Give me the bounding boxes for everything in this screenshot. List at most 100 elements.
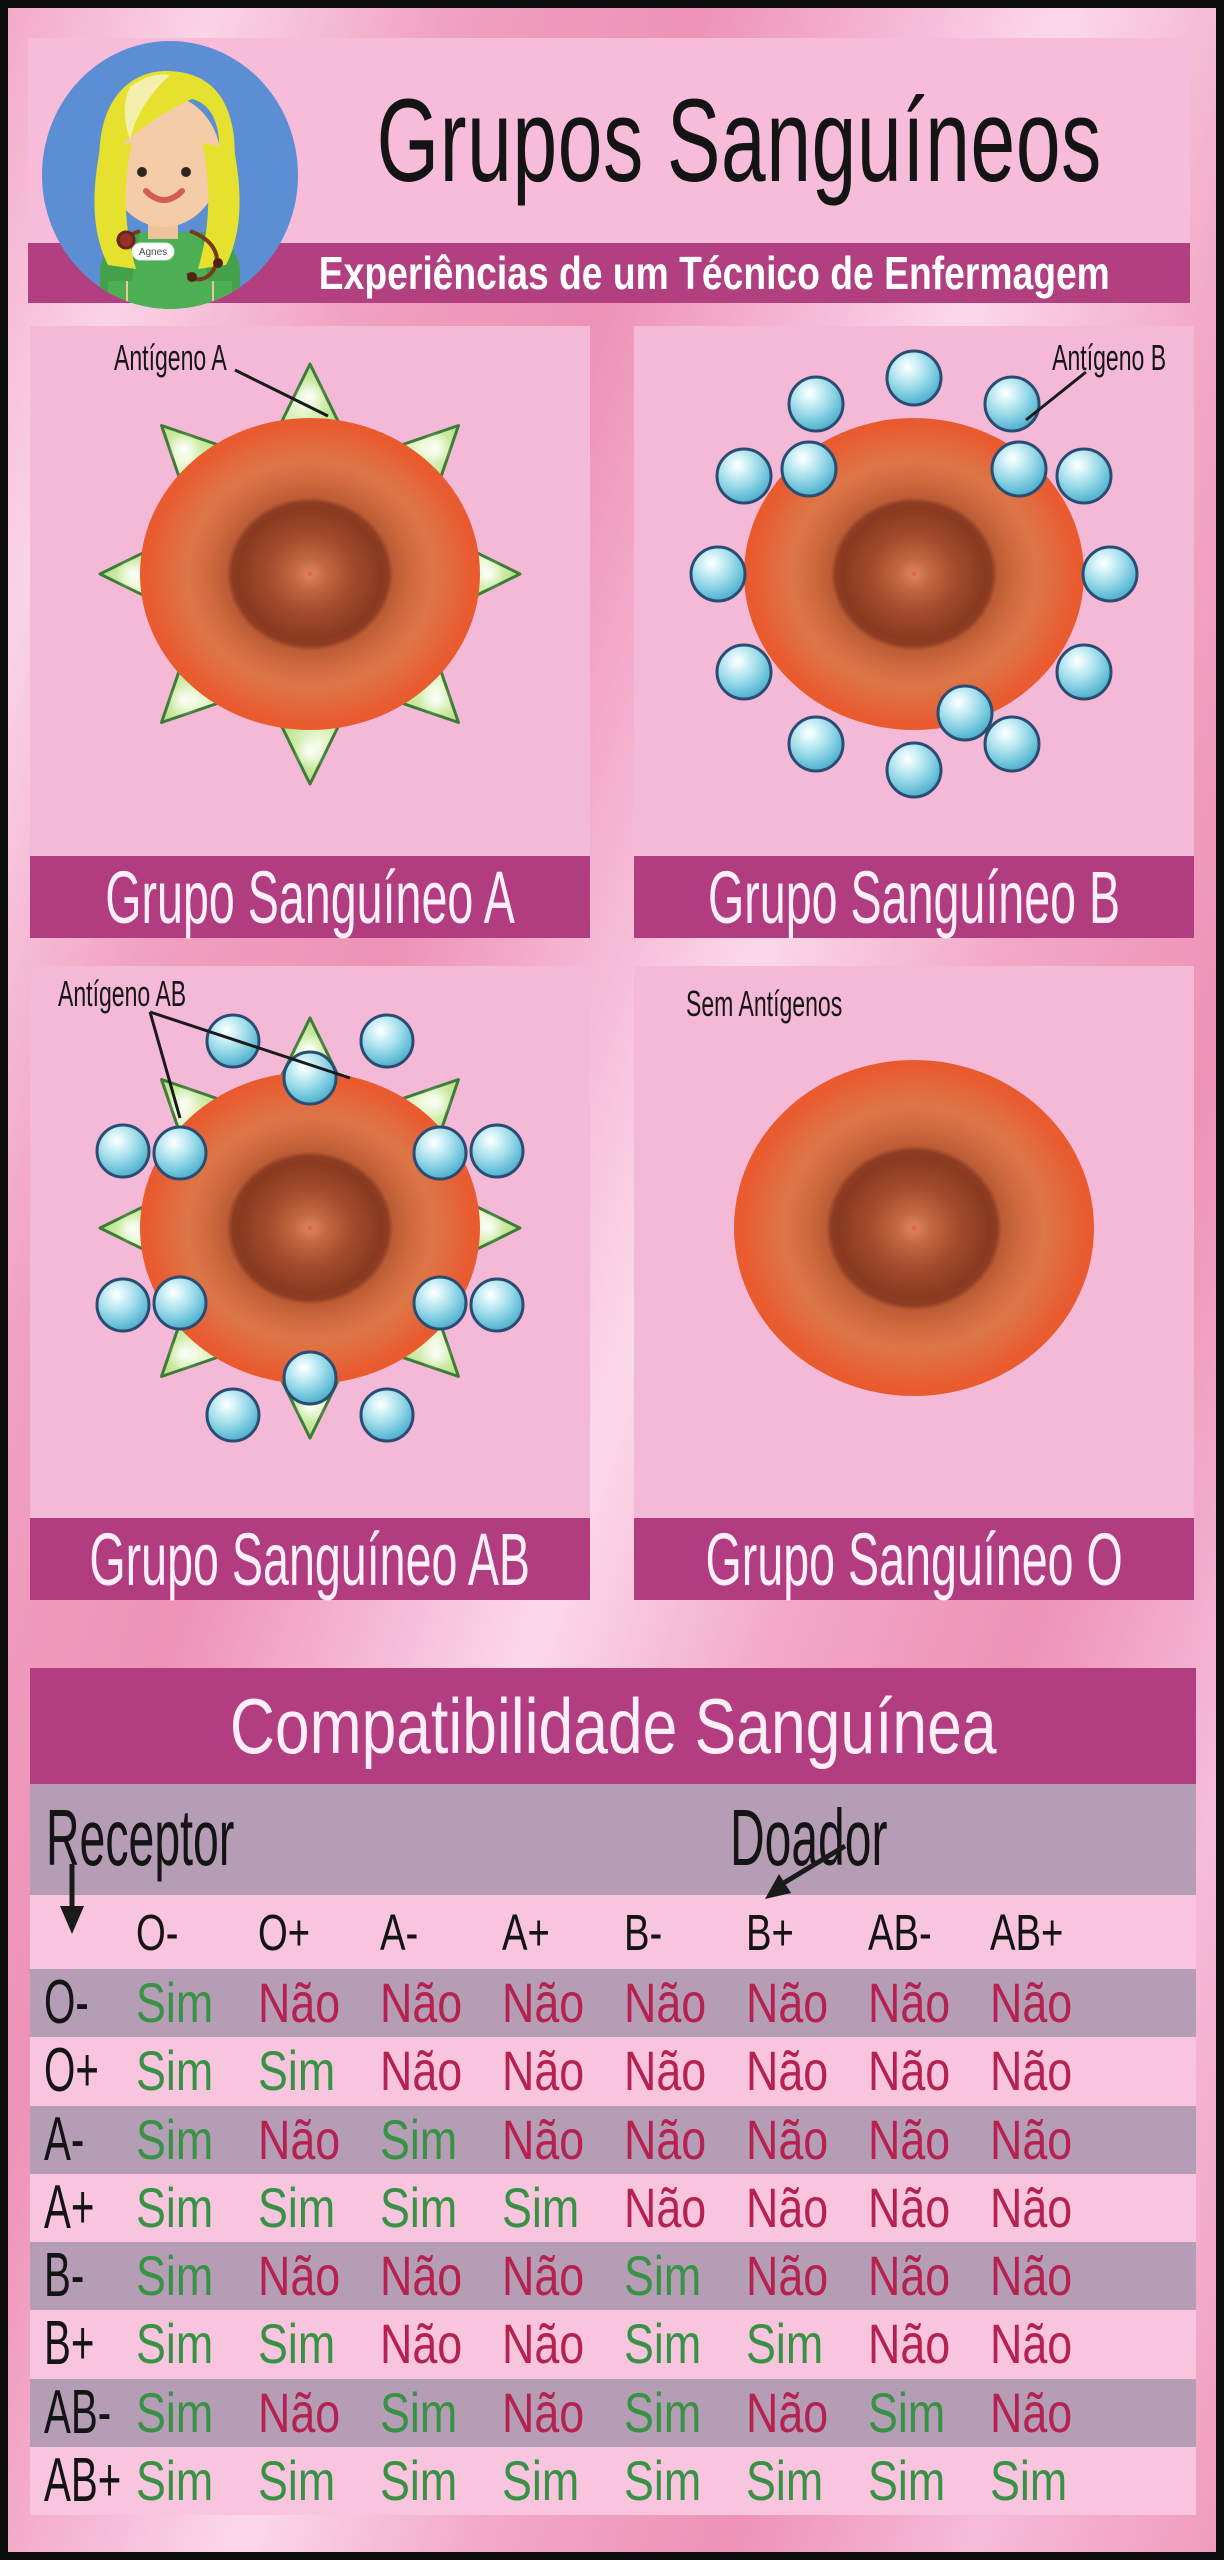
compat-cell: Não bbox=[502, 2312, 585, 2376]
group-a-caption: Grupo Sanguíneo A bbox=[105, 855, 515, 939]
row-label: AB+ bbox=[44, 2445, 122, 2515]
red-blood-cell bbox=[140, 418, 480, 730]
compat-cell: Não bbox=[868, 2107, 951, 2171]
compat-cell: Não bbox=[868, 1971, 951, 2035]
compat-cell: Não bbox=[868, 2175, 951, 2239]
compat-cell: Não bbox=[990, 2244, 1073, 2308]
compat-cell: Não bbox=[502, 1971, 585, 2035]
compat-cell: Sim bbox=[746, 2312, 824, 2376]
compat-cell: Sim bbox=[624, 2244, 702, 2308]
compat-cell: Não bbox=[258, 2244, 341, 2308]
row-label: O+ bbox=[44, 2036, 99, 2106]
compat-cell: Não bbox=[746, 1971, 829, 2035]
column-header-B-: B- bbox=[624, 1903, 663, 1961]
compat-cell: Não bbox=[746, 2107, 829, 2171]
receptor-doador-band: Receptor Doador bbox=[30, 1784, 1196, 1895]
antigen-a-label: Antígeno A bbox=[114, 337, 227, 378]
receptor-label: Receptor bbox=[46, 1793, 235, 1882]
compat-cell: Não bbox=[380, 2312, 463, 2376]
group-ab-caption: Grupo Sanguíneo AB bbox=[89, 1517, 531, 1601]
compat-cell: Não bbox=[990, 2107, 1073, 2171]
compat-cell: Não bbox=[380, 1971, 463, 2035]
compat-cell: Não bbox=[258, 2380, 341, 2444]
no-antigens-label: Sem Antígenos bbox=[686, 983, 843, 1024]
name-badge-text: Agnes bbox=[139, 247, 167, 258]
blood-cell-o-illustration bbox=[734, 1060, 1094, 1396]
group-o-caption: Grupo Sanguíneo O bbox=[705, 1517, 1123, 1601]
compat-cell: Não bbox=[502, 2039, 585, 2103]
compat-cell: Sim bbox=[502, 2175, 580, 2239]
compat-cell: Sim bbox=[136, 1971, 214, 2035]
antigen-ab-label: Antígeno AB bbox=[58, 973, 187, 1014]
column-header-O-: O- bbox=[136, 1903, 179, 1961]
compat-cell: Sim bbox=[380, 2380, 458, 2444]
compat-cell: Não bbox=[624, 2039, 707, 2103]
blood-group-b-panel: Antígeno B Grupo Sanguíneo B bbox=[634, 326, 1194, 939]
column-header-O+: O+ bbox=[258, 1903, 311, 1961]
compat-cell: Não bbox=[380, 2039, 463, 2103]
compat-cell: Sim bbox=[868, 2448, 946, 2512]
compat-cell: Não bbox=[258, 2107, 341, 2171]
antigen-b-leader-line bbox=[1025, 370, 1087, 422]
compat-cell: Sim bbox=[868, 2380, 946, 2444]
compat-cell: Não bbox=[990, 2312, 1073, 2376]
compat-cell: Não bbox=[990, 2175, 1073, 2239]
blood-cell-a-illustration bbox=[98, 362, 522, 786]
compat-cell: Sim bbox=[136, 2380, 214, 2444]
compatibility-title: Compatibilidade Sanguínea bbox=[229, 1681, 997, 1770]
compat-cell: Não bbox=[868, 2312, 951, 2376]
blood-group-o-panel: Sem Antígenos Grupo Sanguíneo O bbox=[634, 966, 1194, 1601]
compat-cell: Sim bbox=[624, 2448, 702, 2512]
compat-cell: Sim bbox=[380, 2107, 458, 2171]
compat-cell: Não bbox=[502, 2107, 585, 2171]
compat-cell: Sim bbox=[136, 2312, 214, 2376]
compat-cell: Não bbox=[624, 2107, 707, 2171]
compat-cell: Sim bbox=[624, 2312, 702, 2376]
compat-cell: Não bbox=[624, 2175, 707, 2239]
red-blood-cell bbox=[744, 418, 1084, 730]
antigen-b-spheres bbox=[689, 349, 1139, 799]
compat-cell: Sim bbox=[502, 2448, 580, 2512]
subtitle-text: Experiências de um Técnico de Enfermagem bbox=[318, 247, 1110, 299]
compat-cell: Sim bbox=[624, 2380, 702, 2444]
column-header-B+: B+ bbox=[746, 1903, 794, 1961]
compat-cell: Sim bbox=[136, 2107, 214, 2171]
page-title-text: Grupos Sanguíneos bbox=[376, 74, 1102, 207]
compat-cell: Não bbox=[868, 2244, 951, 2308]
doador-label: Doador bbox=[730, 1793, 888, 1882]
compat-cell: Sim bbox=[136, 2039, 214, 2103]
antigen-ab-spikes bbox=[98, 1016, 522, 1440]
group-b-caption-bar: Grupo Sanguíneo B bbox=[634, 855, 1194, 939]
compat-cell: Não bbox=[990, 2380, 1073, 2444]
avatar-left-eye bbox=[137, 167, 147, 177]
row-label: B+ bbox=[44, 2309, 95, 2379]
compat-cell: Sim bbox=[136, 2448, 214, 2512]
group-b-caption: Grupo Sanguíneo B bbox=[707, 855, 1121, 939]
compat-cell: Não bbox=[502, 2244, 585, 2308]
column-header-A-: A- bbox=[380, 1903, 419, 1961]
red-blood-cell bbox=[140, 1072, 480, 1384]
compatibility-table: Compatibilidade Sanguínea Receptor Doado… bbox=[30, 1668, 1196, 2515]
name-badge bbox=[131, 242, 175, 261]
compat-cell: Sim bbox=[380, 2175, 458, 2239]
compat-cell: Não bbox=[502, 2380, 585, 2444]
compat-cell: Não bbox=[746, 2175, 829, 2239]
compat-cell: Não bbox=[624, 1971, 707, 2035]
stethoscope-chestpiece bbox=[116, 230, 136, 250]
group-ab-caption-bar: Grupo Sanguíneo AB bbox=[30, 1517, 590, 1601]
compat-cell: Sim bbox=[380, 2448, 458, 2512]
donor-column-headers: O-O+A-A+B-B+AB-AB+ bbox=[30, 1895, 1196, 1969]
column-header-AB-: AB- bbox=[868, 1903, 932, 1961]
compat-cell: Não bbox=[258, 1971, 341, 2035]
antigen-a-leader-line bbox=[234, 368, 329, 418]
blood-cell-ab-illustration bbox=[95, 1010, 525, 1443]
compat-cell: Não bbox=[868, 2039, 951, 2103]
